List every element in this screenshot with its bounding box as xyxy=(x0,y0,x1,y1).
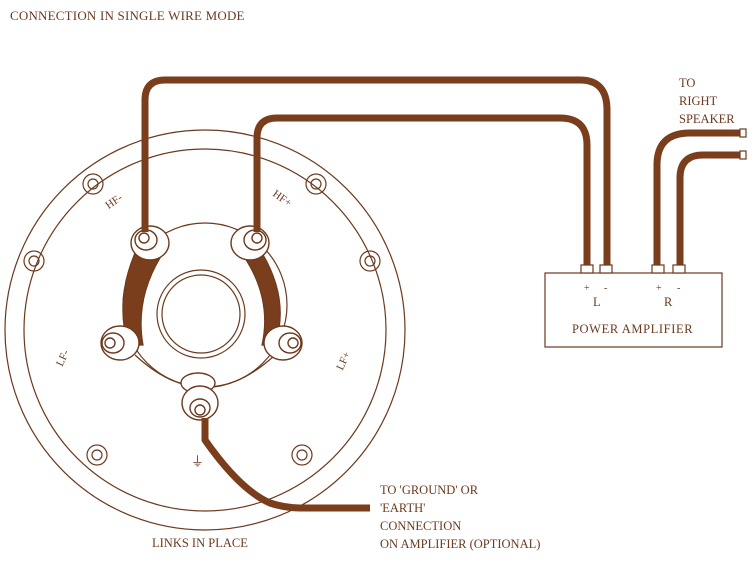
terminal-hf-plus xyxy=(230,225,270,261)
ground-note: TO 'GROUND' OR 'EARTH' CONNECTION ON AMP… xyxy=(380,481,540,553)
amplifier-box xyxy=(544,272,723,348)
link-left xyxy=(122,252,161,346)
speaker-plate xyxy=(4,129,406,531)
amp-right-plus-label: + xyxy=(656,283,662,294)
right-speaker-note: TO RIGHT SPEAKER xyxy=(679,74,735,128)
power-amplifier: + - + - L R xyxy=(544,264,723,348)
right-speaker-line-1: TO xyxy=(679,76,696,90)
terminal-ground xyxy=(180,372,219,421)
amp-channel-left: L xyxy=(593,295,601,309)
terminals xyxy=(100,225,303,421)
amp-right-minus-label: - xyxy=(677,283,680,294)
link-right xyxy=(244,252,281,346)
amp-right-plus-terminal xyxy=(651,264,665,274)
terminal-lf-minus xyxy=(100,325,140,361)
right-speaker-line-3: SPEAKER xyxy=(679,112,735,126)
ground-note-line-2: 'EARTH' xyxy=(380,501,426,515)
right-speaker-wire-ends xyxy=(739,128,747,160)
right-speaker-line-2: RIGHT xyxy=(679,94,718,108)
terminal-lf-plus xyxy=(263,325,303,361)
amp-channel-right: R xyxy=(664,295,673,309)
mounting-hole-top-right xyxy=(305,173,327,195)
amplifier-terminals xyxy=(580,264,686,274)
mounting-hole-bottom-left xyxy=(86,444,108,466)
amp-left-plus-terminal xyxy=(580,264,594,274)
amp-right-minus-terminal xyxy=(672,264,686,274)
wire-end-minus xyxy=(739,150,747,160)
label-lf-plus: LF+ xyxy=(334,350,353,372)
terminal-hf-minus xyxy=(130,225,170,261)
wires xyxy=(141,76,740,512)
terminal-links xyxy=(122,252,281,346)
mounting-hole-bottom-right xyxy=(291,444,313,466)
mounting-holes xyxy=(23,173,381,466)
amp-left-minus-label: - xyxy=(604,283,607,294)
amplifier-label: POWER AMPLIFIER xyxy=(572,322,694,336)
mounting-hole-right xyxy=(359,250,381,272)
wire-hf-plus-to-left-plus xyxy=(253,114,591,265)
links-note: LINKS IN PLACE xyxy=(152,536,248,550)
diagram-title: CONNECTION IN SINGLE WIRE MODE xyxy=(10,8,245,23)
label-hf-minus: HF- xyxy=(103,192,125,212)
ground-note-line-4: ON AMPLIFIER (OPTIONAL) xyxy=(380,537,541,551)
speaker-outer-rim xyxy=(4,129,406,531)
wire-hf-minus-to-left-minus xyxy=(141,76,611,265)
amp-left-minus-terminal xyxy=(599,264,613,274)
speaker-inner-rim xyxy=(23,148,387,512)
wire-end-plus xyxy=(739,128,747,138)
wire-ground xyxy=(201,418,370,512)
mounting-hole-top-left xyxy=(82,173,104,195)
center-hole-outer xyxy=(156,269,246,359)
ground-note-line-1: TO 'GROUND' OR xyxy=(380,483,479,497)
mounting-hole-left xyxy=(23,250,45,272)
center-hole-inner xyxy=(161,274,241,354)
ground-symbol: ⏚ xyxy=(191,454,204,469)
ground-note-line-3: CONNECTION xyxy=(380,519,462,533)
wire-right-plus xyxy=(653,129,740,265)
label-hf-plus: HF+ xyxy=(270,188,293,209)
wire-right-minus xyxy=(676,151,740,265)
label-lf-minus: LF- xyxy=(54,348,72,368)
amp-left-plus-label: + xyxy=(584,283,590,294)
